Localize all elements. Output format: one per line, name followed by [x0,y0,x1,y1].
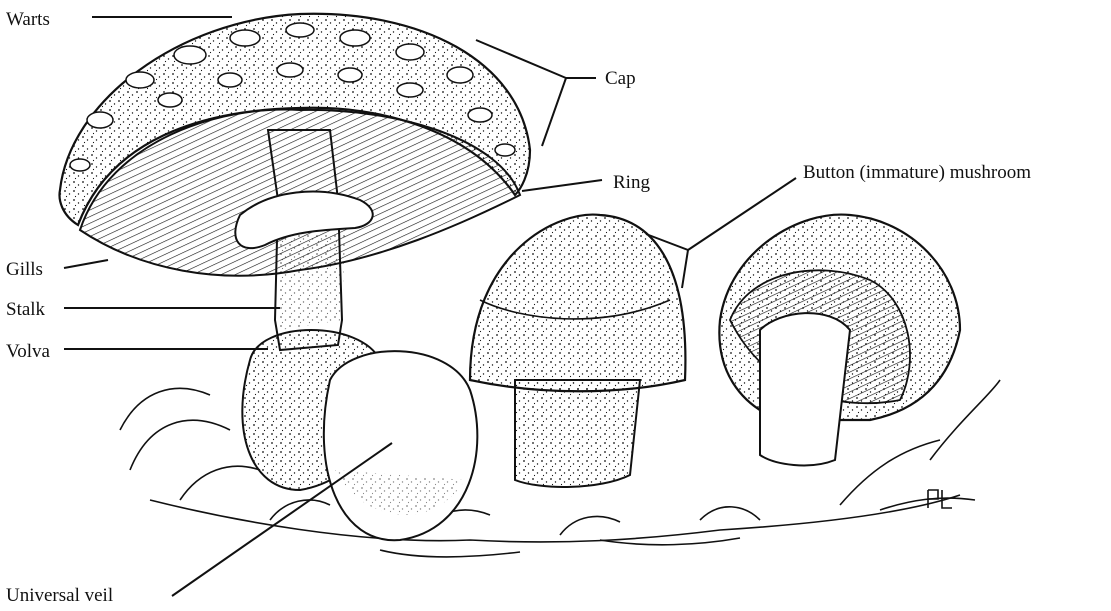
opening-mushroom [719,215,960,466]
label-volva: Volva [6,342,50,361]
label-warts: Warts [6,10,50,29]
ring-leader [522,180,602,191]
label-ring: Ring [613,173,650,192]
label-gills: Gills [6,260,43,279]
label-cap: Cap [605,69,636,88]
label-button-mushroom: Button (immature) mushroom [803,163,1031,182]
gills-leader [64,260,108,268]
label-universal-veil: Universal veil [6,586,113,605]
label-stalk: Stalk [6,300,45,319]
button-mushroom [470,215,685,487]
